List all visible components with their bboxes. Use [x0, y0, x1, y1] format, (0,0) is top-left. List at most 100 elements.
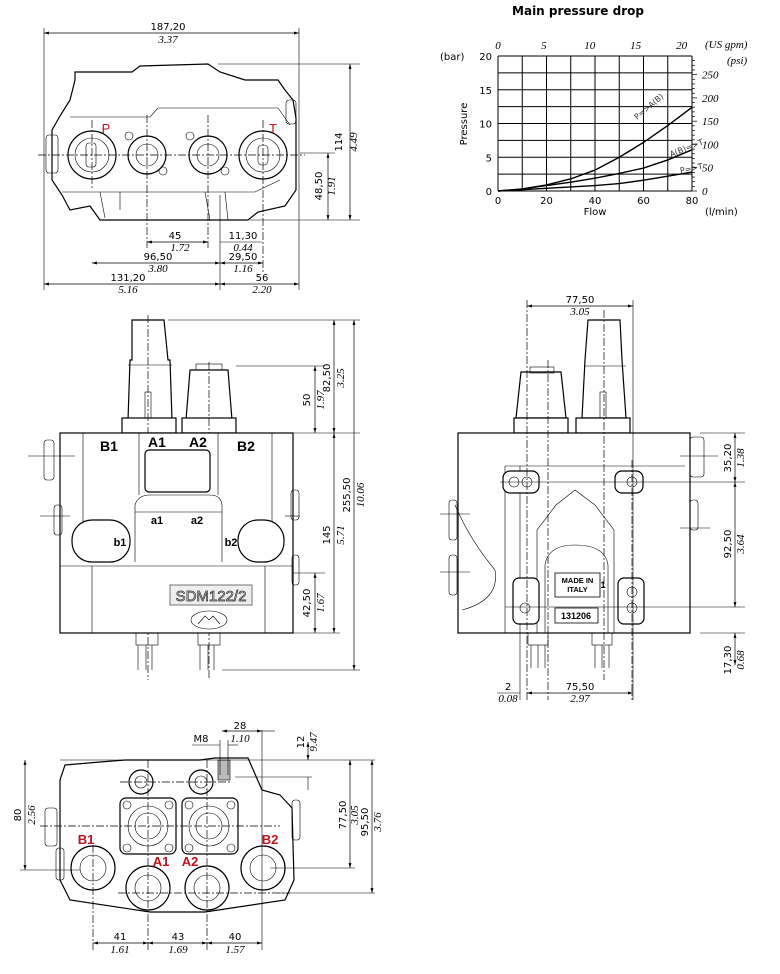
top-view-body-outline: [51, 63, 297, 221]
dim-p-to-ref-in: 3.80: [147, 263, 168, 275]
chart-y-label: Pressure: [459, 103, 470, 146]
bottom-port-a1: A1: [153, 854, 170, 869]
chart-x-top-tick-label: 10: [584, 40, 596, 52]
dim-thread-depth-in: 9.47: [308, 732, 320, 752]
pressure-drop-chart: Main pressure drop (bar) (US gpm) (psi) …: [440, 4, 748, 218]
dim-port-spacing-mm: 45: [169, 231, 182, 242]
chart-y-right-tick-label: 200: [702, 93, 719, 105]
dim-overall-width-mm: 187,20: [151, 22, 186, 33]
chart-y-right-tick-label: 150: [702, 116, 719, 128]
dim-spacing-2-in: 1.69: [168, 944, 188, 956]
port-label-p: P: [102, 121, 111, 136]
front-port-a1-small: a1: [151, 515, 163, 527]
chart-y-right-tick-label: 250: [702, 70, 719, 82]
dim-overall-width-in: 3.37: [157, 34, 178, 46]
dim-offset-in: 0.44: [233, 242, 253, 254]
chart-x-tick-label: 60: [637, 196, 650, 207]
chart-y-right-tick-label: 50: [702, 163, 714, 175]
dim-body-height-mm: 145: [322, 525, 333, 544]
front-view: B1 A1 A2 B2 a1 a2 b1 b2 SDM122/2 50 1.97…: [28, 315, 367, 680]
chart-title: Main pressure drop: [512, 4, 644, 18]
dim-thread-offset-mm: 28: [234, 721, 247, 732]
spool-left: [127, 319, 173, 421]
dim-total-height-in: 10.06: [355, 482, 367, 507]
dim-left-to-ref-mm: 131,20: [111, 273, 146, 284]
dim-bottom-spacing-in: 2.97: [570, 693, 590, 705]
dim-spacing-2-mm: 43: [172, 932, 185, 943]
dim-right-height-1-mm: 77,50: [338, 801, 349, 830]
chart-y-tick-label: 15: [479, 86, 492, 97]
chart-x-tick-label: 80: [686, 196, 699, 207]
dim-lower-height-mm: 42,50: [302, 589, 313, 618]
front-port-a2-small: a2: [191, 515, 203, 527]
dim-spacing-1-in: 1.61: [110, 944, 129, 956]
front-port-b2: B2: [237, 438, 255, 454]
serial-number: 131206: [561, 611, 591, 621]
chart-x-top-unit: (US gpm): [705, 39, 748, 51]
bottom-port-a2: A2: [182, 854, 199, 869]
chart-y-unit: (bar): [440, 52, 464, 63]
dim-total-height-mm: 255,50: [342, 478, 353, 513]
side-spool-left: [515, 371, 567, 419]
dim-cap-height-mm: 50: [302, 394, 313, 407]
chart-x-tick-label: 0: [495, 196, 501, 207]
dim-offset-mm: 11,30: [229, 231, 258, 242]
dim-right-height-2-in: 3.76: [372, 812, 384, 833]
top-view: P T 187,20 3.37 114 4.49 48,50 1.91 45 1…: [38, 22, 360, 296]
dim-p-to-ref-mm: 96,50: [144, 252, 173, 263]
dim-bottom-offset-mm: 17,30: [723, 646, 734, 675]
side-view-body: [457, 432, 691, 634]
dim-left-offset-mm: 2: [505, 682, 511, 693]
dim-left-height-mm: 80: [13, 809, 24, 822]
model-label: SDM122/2: [176, 588, 247, 605]
chart-y-tick-label: 10: [479, 120, 492, 131]
dim-ref-to-right-in: 2.20: [252, 284, 272, 296]
dim-spool-spacing-mm: 77,50: [566, 295, 595, 306]
chart-x-tick-label: 40: [589, 196, 602, 207]
front-port-b1: B1: [100, 438, 118, 454]
chart-x-top-tick-label: 20: [676, 40, 688, 52]
dim-thread-offset-in: 1.10: [230, 733, 250, 745]
front-port-b1-small: b1: [114, 537, 127, 549]
chart-y-tick-label: 5: [486, 153, 492, 164]
chart-series-label: P=>T: [679, 162, 704, 176]
dim-left-to-ref-in: 5.16: [118, 284, 138, 296]
chart-y-right-tick-label: 100: [702, 139, 719, 151]
dim-axis-height-in: 1.91: [326, 176, 338, 195]
dim-spool-height-mm: 82,50: [322, 364, 333, 393]
dim-t-from-ref-in: 1.16: [233, 263, 253, 275]
chart-series-line-2: [497, 171, 693, 192]
dim-spacing-1-mm: 41: [114, 932, 127, 943]
bottom-port-b2: B2: [262, 832, 279, 847]
chart-y-tick-label: 0: [486, 187, 492, 198]
chart-x-unit: (l/min): [705, 207, 738, 218]
dim-bottom-offset-in: 0.68: [735, 650, 747, 670]
side-view: MADE IN ITALY 1 131206 77,50 3.05 35,20 …: [440, 295, 747, 705]
chart-y-tick-label: 20: [479, 52, 492, 63]
dim-thread-depth-mm: 12: [296, 736, 307, 749]
chart-x-top-tick-label: 0: [495, 40, 501, 52]
dim-axis-height-mm: 48,50: [314, 172, 325, 201]
port-label-t: T: [269, 121, 277, 136]
dim-left-offset-in: 0.08: [498, 693, 518, 705]
dim-ref-to-right-mm: 56: [256, 273, 269, 284]
plate-number: 1: [600, 580, 605, 590]
dim-spacing-3-mm: 40: [229, 932, 242, 943]
chart-x-label: Flow: [584, 207, 607, 218]
dim-top-hole-mm: 35,20: [723, 444, 734, 473]
dim-spool-spacing-in: 3.05: [569, 306, 590, 318]
chart-y-right-tick-label: 0: [702, 186, 708, 198]
dim-hole-spacing-mm: 92,50: [723, 530, 734, 559]
dim-thread-size: M8: [194, 734, 209, 745]
dim-body-height-in: 5.71: [335, 525, 347, 544]
dim-right-height-1-in: 3.05: [349, 805, 361, 826]
bottom-view: B1 A1 A2 B2 28 1.10 M8 12 9.47 80 2.56 7…: [13, 721, 384, 956]
dim-spool-height-in: 3.25: [335, 368, 347, 389]
chart-x-top-tick-label: 5: [541, 40, 547, 52]
made-in-italy-plate: MADE IN ITALY: [561, 576, 594, 594]
dim-bottom-spacing-mm: 75,50: [566, 682, 595, 693]
dim-t-from-ref-mm: 29,50: [229, 252, 258, 263]
dim-hole-spacing-in: 3.64: [735, 534, 747, 555]
dim-lower-height-in: 1.67: [315, 593, 327, 613]
